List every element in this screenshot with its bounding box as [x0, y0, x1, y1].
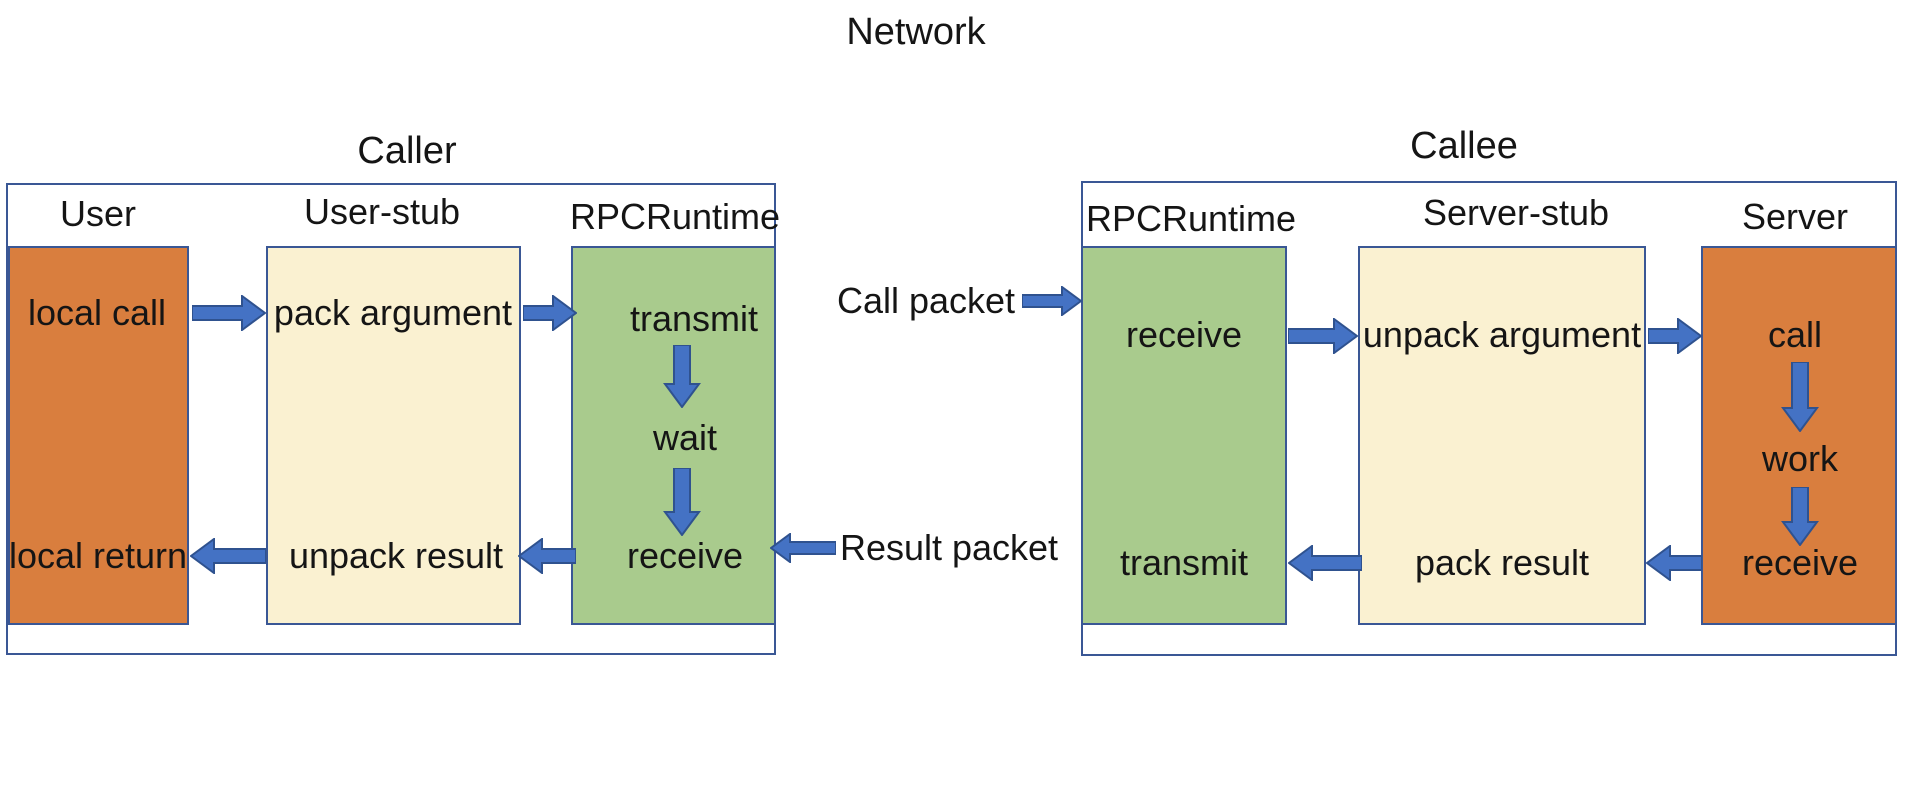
label-caller-transmit: transmit	[629, 298, 759, 340]
caller-title: Caller	[357, 130, 457, 173]
label-local-call: local call	[27, 292, 167, 334]
caller-user-header: User	[59, 193, 137, 235]
arrow-work-to-receive	[1781, 487, 1819, 546]
label-caller-wait: wait	[652, 417, 718, 459]
call-packet-label: Call packet	[836, 280, 1016, 322]
arrow-wait-to-receive	[663, 468, 701, 536]
label-server-work: work	[1761, 438, 1839, 480]
network-title: Network	[846, 11, 986, 54]
result-packet-label: Result packet	[839, 527, 1059, 569]
label-pack-result: pack result	[1414, 542, 1590, 584]
arrow-call-packet	[1022, 286, 1082, 316]
label-server-receive: receive	[1741, 542, 1859, 584]
callee-server-box	[1701, 246, 1897, 625]
callee-rpcruntime-header: RPCRuntime	[1085, 198, 1297, 240]
caller-user-stub-box	[266, 246, 521, 625]
arrow-pack-argument-to-transmit	[523, 295, 577, 331]
label-unpack-result: unpack result	[288, 535, 504, 577]
arrow-receive-to-unpack-argument	[1288, 318, 1358, 354]
label-unpack-argument: unpack argument	[1362, 314, 1642, 356]
label-local-return: local return	[8, 535, 188, 577]
label-server-call: call	[1767, 314, 1823, 356]
arrow-call-to-work	[1781, 362, 1819, 432]
arrow-unpack-result-to-local-return	[190, 538, 266, 574]
arrow-transmit-to-wait	[663, 345, 701, 408]
callee-server-stub-box	[1358, 246, 1646, 625]
callee-server-header: Server	[1741, 196, 1849, 238]
arrow-receive-to-unpack-result	[518, 538, 576, 574]
arrow-result-packet	[770, 533, 836, 563]
caller-rpcruntime-header: RPCRuntime	[569, 196, 781, 238]
label-callee-transmit: transmit	[1119, 542, 1249, 584]
arrow-unpack-argument-to-call	[1648, 318, 1702, 354]
caller-user-stub-header: User-stub	[303, 191, 461, 233]
arrow-pack-result-to-transmit	[1288, 545, 1362, 581]
label-callee-receive: receive	[1125, 314, 1243, 356]
callee-server-stub-header: Server-stub	[1422, 192, 1610, 234]
arrow-server-receive-to-pack-result	[1646, 545, 1702, 581]
callee-rpcruntime-box	[1081, 246, 1287, 625]
label-caller-receive: receive	[626, 535, 744, 577]
caller-rpcruntime-box	[571, 246, 776, 625]
callee-title: Callee	[1410, 125, 1518, 168]
label-pack-argument: pack argument	[273, 292, 513, 334]
caller-user-box	[8, 246, 189, 625]
arrow-local-call-to-pack-argument	[192, 295, 266, 331]
